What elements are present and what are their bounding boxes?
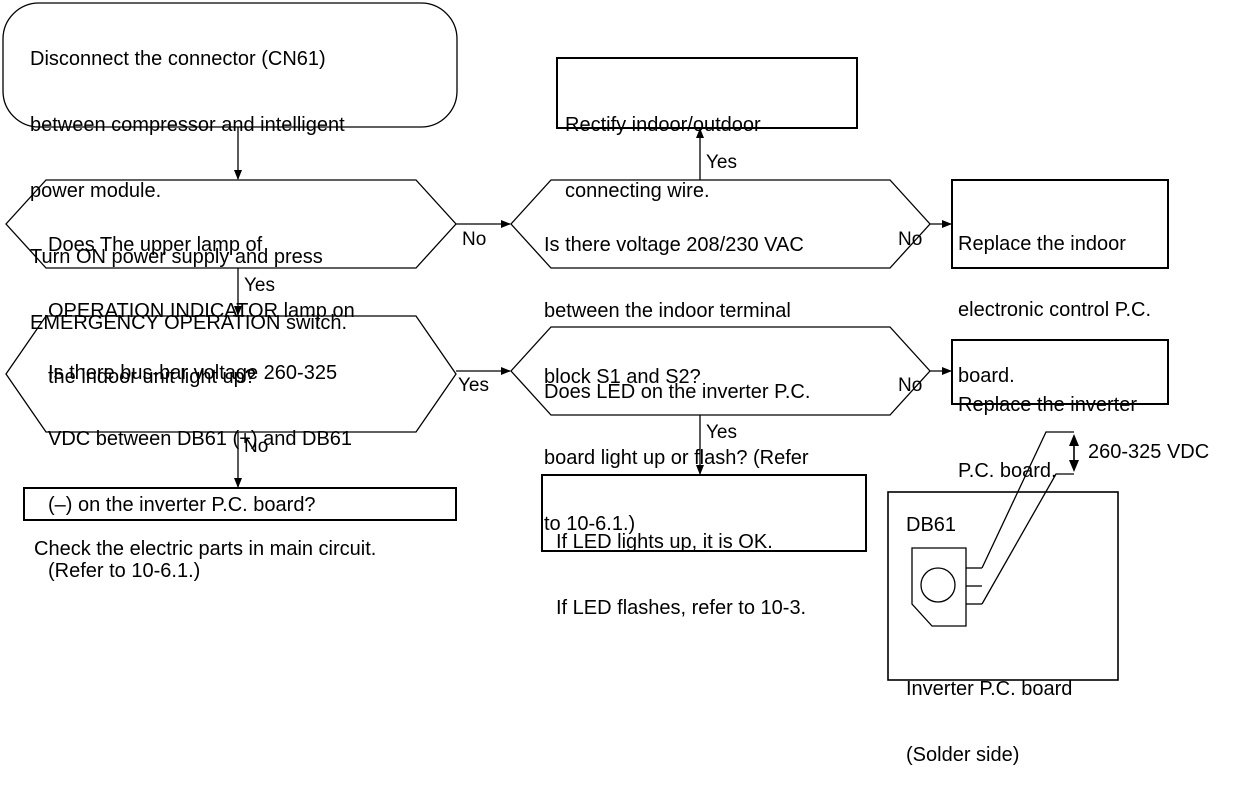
action-replace-inverter-text: Replace the inverter P.C. board.	[958, 350, 1137, 526]
action-check-parts-shape	[23, 487, 457, 521]
flowchart: Disconnect the connector (CN61) between …	[2, 2, 1210, 766]
start-line-3: power module.	[30, 180, 162, 202]
rectify-line-2: connecting wire.	[565, 180, 710, 202]
db61-component-circle	[920, 567, 956, 603]
board-caption-line-1: Inverter P.C. board	[906, 678, 1073, 700]
decision-busbar-shape	[5, 315, 457, 433]
start-line-4: Turn ON power supply and press	[30, 246, 323, 268]
led-line-1: Does LED on the inverter P.C.	[544, 381, 811, 403]
busbar-line-4: (Refer to 10-6.1.)	[48, 560, 201, 582]
replace-indoor-line-3: board.	[958, 365, 1015, 387]
action-replace-indoor-text: Replace the indoor electronic control P.…	[958, 189, 1151, 431]
action-rectify-wire-text: Rectify indoor/outdoor connecting wire.	[565, 70, 761, 246]
action-replace-inverter-shape	[951, 339, 1169, 405]
start-line-5: EMERGENCY OPERATION switch.	[30, 312, 348, 334]
board-caption-line-2: (Solder side)	[906, 744, 1020, 766]
edge-label-voltage-ac-yes: Yes	[706, 152, 737, 173]
replace-inverter-line-1: Replace the inverter	[958, 394, 1137, 416]
voltage-ac-line-1: Is there voltage 208/230 VAC	[544, 234, 804, 256]
edge-label-led-no: No	[898, 375, 923, 396]
decision-lamp-shape	[5, 179, 457, 269]
decision-busbar-text: Is there bus-bar voltage 260-325 VDC bet…	[48, 318, 352, 626]
decision-led-text: Does LED on the inverter P.C. board ligh…	[544, 337, 810, 579]
busbar-line-1: Is there bus-bar voltage 260-325	[48, 362, 338, 384]
voltage-arrowhead-up	[1069, 434, 1079, 446]
inset-component-label: DB61	[906, 514, 957, 536]
replace-indoor-line-1: Replace the indoor	[958, 233, 1126, 255]
led-line-2: board light up or flash? (Refer	[544, 447, 809, 469]
action-replace-indoor-shape	[951, 179, 1169, 269]
check-parts-line-1: Check the electric parts in main circuit…	[34, 538, 377, 560]
replace-inverter-line-2: P.C. board.	[958, 460, 1057, 482]
edge-label-busbar-no: No	[244, 436, 269, 457]
edge-label-lamp-yes: Yes	[244, 275, 275, 296]
inset-voltage-label: 260-325 VDC	[1088, 441, 1210, 463]
lamp-line-3: the indoor unit light up?	[48, 366, 256, 388]
led-line-3: to 10-6.1.)	[544, 513, 636, 535]
start-box-shape	[2, 2, 458, 128]
result-led-text: If LED lights up, it is OK. If LED flash…	[556, 487, 806, 663]
decision-led-shape	[510, 326, 931, 416]
busbar-line-3: (–) on the inverter P.C. board?	[48, 494, 316, 516]
edge-label-led-yes: Yes	[706, 422, 737, 443]
inset-board-caption: Inverter P.C. board (Solder side)	[906, 634, 1072, 810]
decision-voltage-ac-text: Is there voltage 208/230 VAC between the…	[544, 190, 804, 432]
lamp-line-1: Does The upper lamp of	[48, 234, 263, 256]
busbar-line-2: VDC between DB61 (+) and DB61	[48, 428, 353, 450]
edge-label-lamp-no: No	[462, 229, 487, 250]
voltage-ac-line-3: block S1 and S2?	[544, 366, 701, 388]
voltage-arrowhead-down	[1069, 460, 1079, 472]
start-line-2: between compressor and intelligent	[30, 114, 345, 136]
probe-lead-upper	[981, 431, 1074, 569]
action-check-parts-text: Check the electric parts in main circuit…	[34, 494, 376, 604]
result-led-line-2: If LED flashes, refer to 10-3.	[556, 597, 807, 619]
inverter-board-outline	[887, 491, 1119, 681]
start-box-text: Disconnect the connector (CN61) between …	[30, 4, 347, 378]
flowchart-shapes	[2, 2, 1169, 681]
result-led-shape	[541, 474, 867, 552]
edge-label-busbar-yes: Yes	[458, 375, 489, 396]
result-led-line-1: If LED lights up, it is OK.	[556, 531, 773, 553]
rectify-line-1: Rectify indoor/outdoor	[565, 114, 761, 136]
start-line-1: Disconnect the connector (CN61)	[30, 48, 326, 70]
lamp-line-2: OPERATION INDICATOR lamp on	[48, 300, 355, 322]
decision-lamp-text: Does The upper lamp of OPERATION INDICAT…	[48, 190, 355, 432]
action-rectify-wire-shape	[556, 57, 858, 129]
decision-voltage-ac-shape	[510, 179, 931, 269]
probe-lead-lower	[981, 473, 1074, 605]
replace-indoor-line-2: electronic control P.C.	[958, 299, 1152, 321]
edge-label-voltage-ac-no: No	[898, 229, 923, 250]
voltage-ac-line-2: between the indoor terminal	[544, 300, 791, 322]
db61-component-body	[911, 547, 967, 627]
